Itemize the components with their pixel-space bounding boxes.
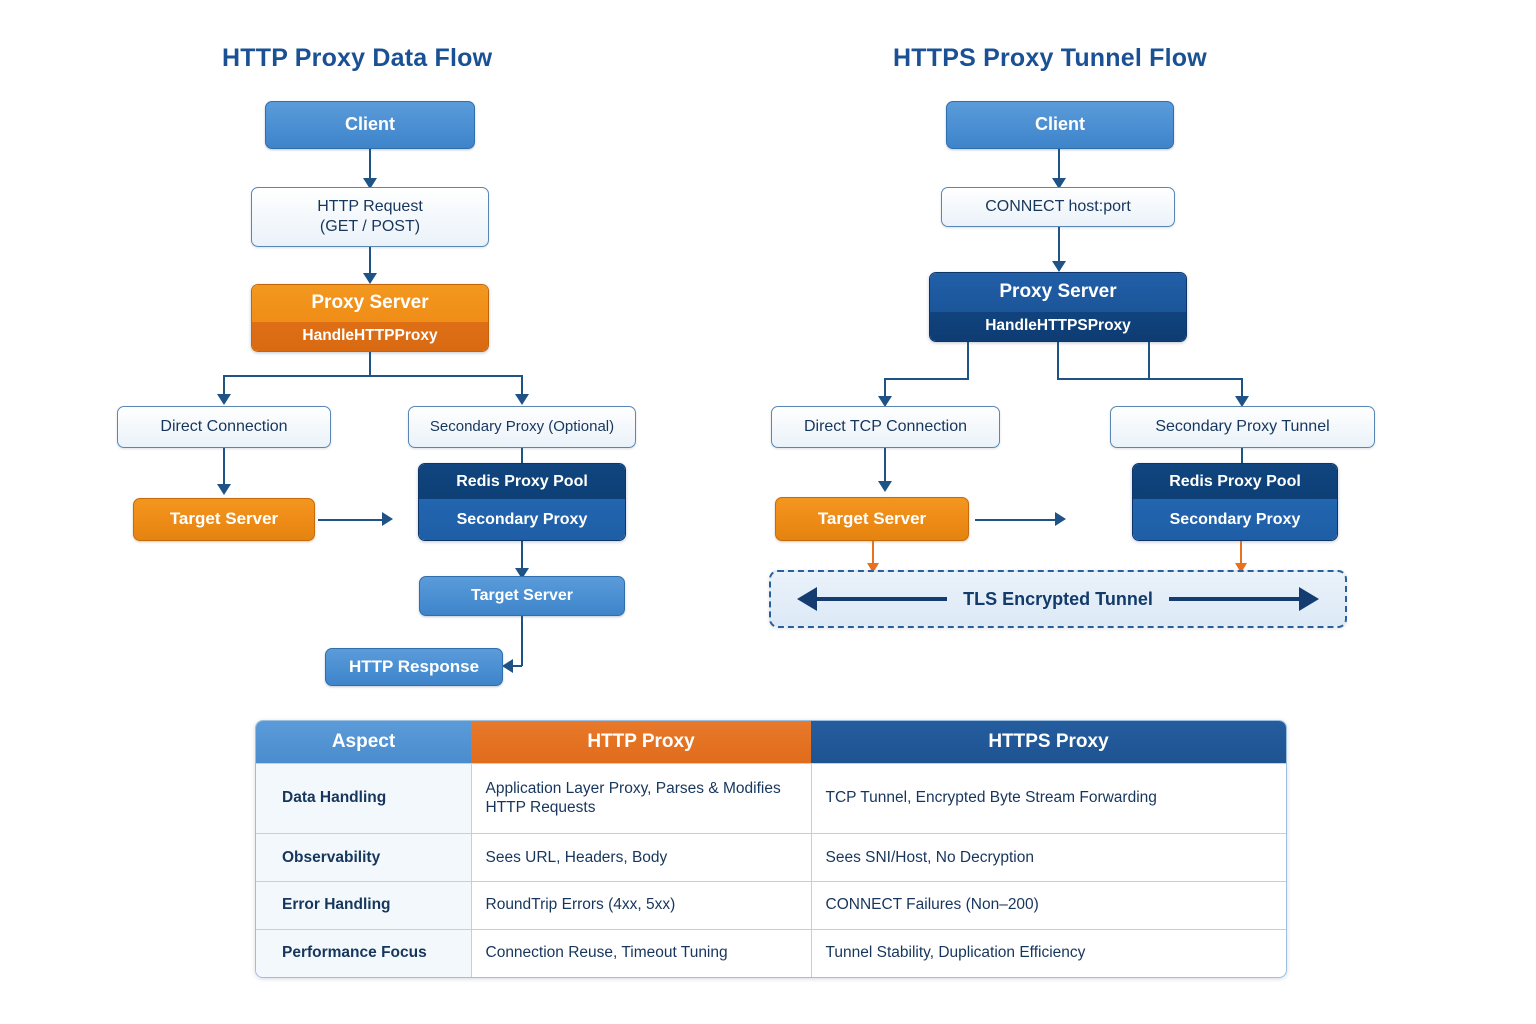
connector-left-secondary-redis xyxy=(521,448,523,464)
right-secondary-tunnel-node: Secondary Proxy Tunnel xyxy=(1110,406,1375,448)
cell-http-data-handling: Application Layer Proxy, Parses & Modifi… xyxy=(471,762,812,834)
arrowhead-right-branch-left xyxy=(878,396,892,407)
arrowhead-right-target-redis xyxy=(1055,512,1066,526)
left-redis-pool-title: Redis Proxy Pool xyxy=(419,464,625,500)
connector-right-branch-right-bar xyxy=(1057,378,1243,380)
right-direct-tcp-node: Direct TCP Connection xyxy=(771,406,1000,448)
left-diagram-title: HTTP Proxy Data Flow xyxy=(222,44,493,72)
header-http-proxy: HTTP Proxy xyxy=(471,721,811,764)
arrowhead-left-direct-target xyxy=(217,484,231,495)
right-diagram-title: HTTPS Proxy Tunnel Flow xyxy=(893,44,1207,72)
cell-https-data-handling: TCP Tunnel, Encrypted Byte Stream Forwar… xyxy=(811,762,1286,834)
left-target-server-node: Target Server xyxy=(133,498,315,541)
tunnel-left-arrow-icon xyxy=(797,587,948,611)
right-connect-node: CONNECT host:port xyxy=(941,187,1175,227)
table-row: Observability Sees URL, Headers, Body Se… xyxy=(256,833,1286,882)
connector-left-request-proxy xyxy=(369,247,371,279)
tls-encrypted-tunnel: TLS Encrypted Tunnel xyxy=(769,570,1347,628)
left-proxy-server-handler: HandleHTTPProxy xyxy=(252,321,488,351)
connector-right-branch-right-drop xyxy=(1241,378,1243,400)
arrowhead-right-tcp-target xyxy=(878,481,892,492)
connector-right-tunnel-redis xyxy=(1241,448,1243,464)
connector-right-branch-mid-stem xyxy=(1148,342,1150,380)
left-redis-proxy-pool-node: Redis Proxy Pool Secondary Proxy xyxy=(418,463,626,541)
left-proxy-server-node: Proxy Server HandleHTTPProxy xyxy=(251,284,489,352)
connector-left-client-request xyxy=(369,149,371,183)
arrowhead-left-redis-target2 xyxy=(515,568,529,579)
connector-left-redis-target2 xyxy=(521,541,523,573)
right-proxy-server-handler: HandleHTTPSProxy xyxy=(930,311,1186,341)
connector-left-proxy-stem xyxy=(369,352,371,376)
row-aspect-error-handling: Error Handling xyxy=(256,881,472,930)
arrowhead-left-client-request xyxy=(363,178,377,189)
arrowhead-right-connect-proxy xyxy=(1052,261,1066,272)
right-proxy-server-node: Proxy Server HandleHTTPSProxy xyxy=(929,272,1187,342)
row-aspect-observability: Observability xyxy=(256,833,472,882)
arrowhead-right-target-tunnel xyxy=(867,563,879,573)
connector-right-tcp-target xyxy=(884,448,886,484)
table-row: Data Handling Application Layer Proxy, P… xyxy=(256,762,1286,834)
tunnel-right-arrow-icon xyxy=(1168,587,1319,611)
left-http-request-node: HTTP Request (GET / POST) xyxy=(251,187,489,247)
arrowhead-left-branch-direct xyxy=(217,394,231,405)
left-http-response-node: HTTP Response xyxy=(325,648,503,686)
connector-left-direct-target xyxy=(223,448,225,488)
connector-right-branch-left-stem xyxy=(967,342,969,380)
connector-right-client-connect xyxy=(1058,149,1060,183)
connector-right-redis-tunnel xyxy=(1240,541,1242,567)
table-row: Performance Focus Connection Reuse, Time… xyxy=(256,929,1286,977)
cell-https-performance-focus: Tunnel Stability, Duplication Efficiency xyxy=(811,929,1286,977)
left-redis-pool-subtitle: Secondary Proxy xyxy=(419,499,625,540)
arrowhead-left-target-redis xyxy=(382,512,393,526)
tls-tunnel-label: TLS Encrypted Tunnel xyxy=(963,588,1153,609)
left-direct-connection-node: Direct Connection xyxy=(117,406,331,448)
connector-left-proxy-busbar xyxy=(224,375,523,377)
comparison-table-element: Aspect HTTP Proxy HTTPS Proxy Data Handl… xyxy=(256,721,1286,977)
connector-left-target-redis xyxy=(318,519,384,521)
right-target-server-node: Target Server xyxy=(775,497,969,541)
arrowhead-left-branch-secondary xyxy=(515,394,529,405)
connector-right-branch-right-stem xyxy=(1057,342,1059,380)
arrowhead-right-redis-tunnel xyxy=(1235,563,1247,573)
connector-right-target-tunnel xyxy=(872,541,874,567)
left-client-node: Client xyxy=(265,101,475,149)
connector-right-branch-left-bar xyxy=(884,378,969,380)
connector-left-branch-direct xyxy=(223,375,225,399)
right-proxy-server-title: Proxy Server xyxy=(930,273,1186,312)
connector-right-branch-left-drop xyxy=(884,378,886,400)
right-client-node: Client xyxy=(946,101,1174,149)
header-aspect: Aspect xyxy=(256,721,471,764)
arrowhead-left-target2-response xyxy=(502,659,513,673)
row-aspect-data-handling: Data Handling xyxy=(256,762,472,834)
comparison-table: Aspect HTTP Proxy HTTPS Proxy Data Handl… xyxy=(255,720,1287,978)
right-redis-pool-subtitle: Secondary Proxy xyxy=(1133,499,1337,540)
header-https-proxy: HTTPS Proxy xyxy=(811,721,1286,764)
arrowhead-left-request-proxy xyxy=(363,273,377,284)
connector-right-connect-proxy xyxy=(1058,227,1060,267)
table-header-row: Aspect HTTP Proxy HTTPS Proxy xyxy=(256,721,1286,764)
connector-right-target-redis xyxy=(975,519,1057,521)
left-target-server-2-node: Target Server xyxy=(419,576,625,616)
connector-left-target2-response-v xyxy=(521,616,523,666)
cell-http-error-handling: RoundTrip Errors (4xx, 5xx) xyxy=(471,881,812,930)
row-aspect-performance-focus: Performance Focus xyxy=(256,929,472,977)
table-row: Error Handling RoundTrip Errors (4xx, 5x… xyxy=(256,881,1286,930)
left-proxy-server-title: Proxy Server xyxy=(252,285,488,322)
arrowhead-right-branch-right xyxy=(1235,396,1249,407)
connector-left-branch-secondary xyxy=(521,375,523,399)
arrowhead-right-client-connect xyxy=(1052,178,1066,189)
cell-http-performance-focus: Connection Reuse, Timeout Tuning xyxy=(471,929,812,977)
cell-http-observability: Sees URL, Headers, Body xyxy=(471,833,812,882)
cell-https-observability: Sees SNI/Host, No Decryption xyxy=(811,833,1286,882)
connector-left-target2-response-h xyxy=(512,665,522,667)
right-redis-proxy-pool-node: Redis Proxy Pool Secondary Proxy xyxy=(1132,463,1338,541)
right-redis-pool-title: Redis Proxy Pool xyxy=(1133,464,1337,500)
left-secondary-proxy-optional-node: Secondary Proxy (Optional) xyxy=(408,406,636,448)
cell-https-error-handling: CONNECT Failures (Non–200) xyxy=(811,881,1286,930)
